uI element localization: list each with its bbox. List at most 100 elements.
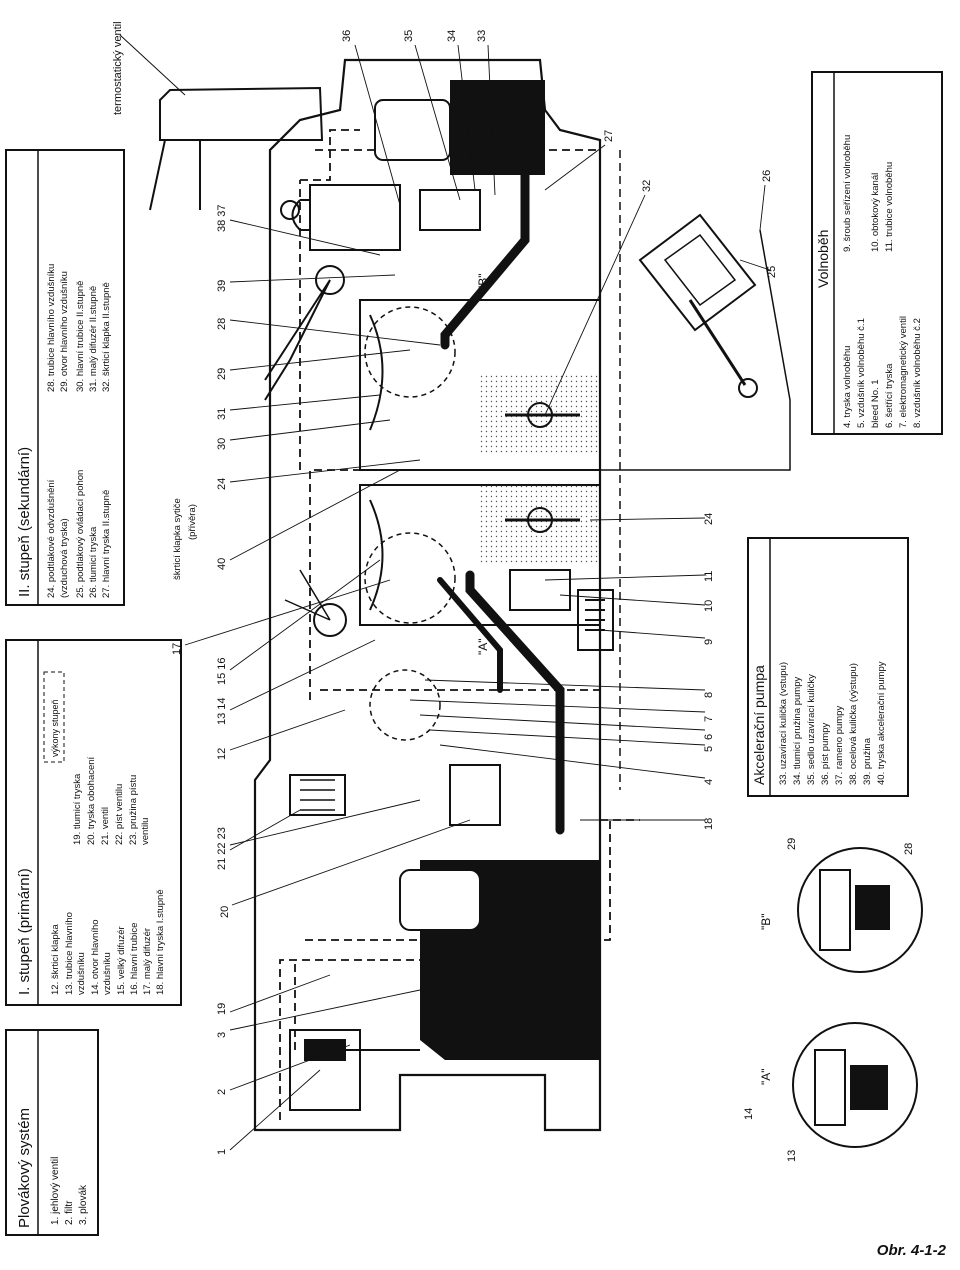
legend-primary-power-stage: výkony stupeň: [50, 699, 60, 757]
callout-b: "B": [476, 273, 490, 290]
svg-text:13: 13: [786, 1150, 798, 1162]
svg-text:10. obtokový kanál: 10. obtokový kanál: [870, 173, 881, 252]
svg-text:16. hlavní trubice: 16. hlavní trubice: [129, 923, 140, 995]
svg-text:4. tryska volnoběhu: 4. tryska volnoběhu: [842, 346, 853, 428]
svg-text:20: 20: [219, 906, 231, 918]
svg-text:7: 7: [703, 716, 715, 722]
svg-text:37. rameno pumpy: 37. rameno pumpy: [834, 706, 845, 785]
svg-text:17: 17: [171, 643, 183, 655]
svg-text:30. hlavní trubice II.stupně: 30. hlavní trubice II.stupně: [75, 281, 86, 392]
svg-text:11: 11: [703, 571, 715, 582]
svg-text:25: 25: [766, 266, 778, 278]
choke-linkage: [264, 265, 347, 637]
svg-text:15. velký difuzér: 15. velký difuzér: [116, 926, 127, 995]
svg-text:21. ventil: 21. ventil: [100, 807, 111, 845]
svg-text:28: 28: [903, 843, 915, 855]
idle-screw: [509, 569, 614, 651]
svg-text:3: 3: [216, 1032, 228, 1038]
svg-text:33. uzavírací kulička (vstupu: 33. uzavírací kulička (vstupu): [778, 662, 789, 785]
legend-primary-col2: 19. tlumicí tryska 20. tryska obohacení …: [72, 756, 151, 845]
legend-float-title: Plovákový systém: [16, 1108, 33, 1228]
svg-text:9: 9: [703, 639, 715, 645]
legend-idle-title: Volnoběh: [815, 230, 831, 288]
svg-text:21 22 23: 21 22 23: [216, 827, 228, 870]
svg-text:19: 19: [216, 1003, 228, 1015]
svg-text:34: 34: [446, 30, 458, 42]
svg-text:40. tryska akcelerační pumpy: 40. tryska akcelerační pumpy: [876, 661, 887, 785]
svg-text:31. malý difuzér II.stupně: 31. malý difuzér II.stupně: [88, 286, 99, 392]
svg-text:25. podtlakový ovládací pohon: 25. podtlakový ovládací pohon: [75, 470, 86, 598]
leader-lines: [184, 44, 771, 1151]
svg-text:bleed No. 1: bleed No. 1: [870, 379, 881, 428]
callout-numbers-top: 36 35 34 33 27 32 26 25: [341, 30, 778, 278]
svg-text:1: 1: [216, 1149, 228, 1155]
callout-numbers-detail: 14 13 29 28: [743, 838, 915, 1162]
svg-text:14. otvor hlavního: 14. otvor hlavního: [90, 919, 101, 995]
svg-text:34. tlumicí pružina pumpy: 34. tlumicí pružina pumpy: [792, 677, 803, 785]
svg-text:19. tlumicí tryska: 19. tlumicí tryska: [72, 773, 83, 845]
svg-text:13. trubice hlavního: 13. trubice hlavního: [64, 912, 75, 995]
svg-text:39. pružina: 39. pružina: [862, 737, 873, 785]
float-chamber: [374, 80, 600, 1060]
svg-text:10: 10: [703, 600, 715, 612]
legend-secondary: II. stupeň (sekundární) 24. podtlakové o…: [5, 149, 125, 606]
detail-b: "B": [759, 847, 923, 973]
label-thermo-valve: termostatický ventil: [112, 21, 124, 115]
svg-text:29. otvor hlavního vzdušníku: 29. otvor hlavního vzdušníku: [59, 271, 70, 392]
legend-secondary-col2: 28. trubice hlavního vzdušníku 29. otvor…: [46, 264, 112, 392]
legend-secondary-col1: 24. podtlakové odvzdušnění (vzduchová tr…: [46, 470, 112, 598]
svg-text:24: 24: [216, 478, 228, 490]
svg-text:32: 32: [641, 180, 653, 192]
svg-text:vzdušníku: vzdušníku: [102, 952, 113, 995]
svg-text:29: 29: [786, 838, 798, 850]
legend-float-system: Plovákový systém 1. jehlový ventil 2. fi…: [5, 1029, 99, 1236]
svg-text:29: 29: [216, 368, 228, 380]
detail-circles: [364, 306, 456, 741]
svg-text:27. hlavní tryska II.stupně: 27. hlavní tryska II.stupně: [101, 490, 112, 598]
svg-text:13 14: 13 14: [216, 697, 228, 725]
svg-text:4: 4: [703, 779, 715, 785]
svg-text:33: 33: [476, 30, 488, 42]
detail-b-label: "B": [759, 913, 773, 930]
svg-text:6. šetřící tryska: 6. šetřící tryska: [884, 363, 895, 428]
svg-text:22. píst ventilu: 22. píst ventilu: [114, 784, 125, 845]
svg-text:12: 12: [216, 748, 228, 760]
svg-text:35. sedlo uzavírací kuličky: 35. sedlo uzavírací kuličky: [806, 674, 817, 785]
svg-text:38. ocelová kulička (výstupu): 38. ocelová kulička (výstupu): [848, 663, 859, 785]
figure-caption: Obr. 4-1-2: [876, 1242, 946, 1259]
label-choke-valve: škrticí klapka sytiče: [172, 498, 183, 580]
svg-text:7. elektromagnetický ventil: 7. elektromagnetický ventil: [898, 316, 909, 428]
legend-accel-title: Akcelerační pumpa: [751, 665, 767, 785]
legend-primary-col1: 12. škrticí klapka 13. trubice hlavního …: [50, 889, 166, 995]
svg-text:26: 26: [761, 170, 773, 182]
svg-text:39: 39: [216, 280, 228, 292]
svg-text:5: 5: [703, 746, 715, 752]
legend-float-item: 3. plovák: [78, 1184, 89, 1225]
svg-text:18. hlavní tryska I.stupně: 18. hlavní tryska I.stupně: [155, 889, 166, 995]
accel-pump-assembly: [280, 184, 481, 251]
svg-text:vzdušníku: vzdušníku: [76, 952, 87, 995]
svg-text:8. vzdušník volnoběhu č.2: 8. vzdušník volnoběhu č.2: [912, 318, 923, 428]
venturi-areas: [369, 314, 600, 611]
detail-a-label: "A": [759, 1068, 773, 1085]
svg-text:31: 31: [216, 408, 228, 420]
callout-numbers-right: 18 4 5 6 7 8 9 10 11 24: [703, 513, 715, 830]
svg-text:35: 35: [403, 30, 415, 42]
svg-text:24. podtlakové odvzdušnění: 24. podtlakové odvzdušnění: [46, 479, 57, 598]
svg-text:26. tlumicí tryska: 26. tlumicí tryska: [88, 526, 99, 598]
svg-text:5. vzdušník volnoběhu č.1: 5. vzdušník volnoběhu č.1: [856, 318, 867, 428]
svg-text:23. pružina pístu: 23. pružina pístu: [128, 775, 139, 845]
detail-a: "A": [759, 1022, 918, 1148]
label-choke-valve-sub: (přívěra): [187, 504, 198, 540]
svg-text:ventilu: ventilu: [140, 818, 151, 845]
svg-text:12. škrticí klapka: 12. škrticí klapka: [50, 924, 61, 995]
legend-accel-pump: Akcelerační pumpa 33. uzavírací kulička …: [747, 537, 909, 797]
svg-text:6: 6: [703, 734, 715, 740]
svg-text:24: 24: [703, 513, 715, 525]
power-valve: [289, 764, 501, 826]
vacuum-diaphragm: [600, 213, 791, 471]
needle-valve: [289, 1029, 420, 1111]
svg-text:14: 14: [743, 1108, 755, 1120]
svg-text:11. trubice volnoběhu: 11. trubice volnoběhu: [884, 162, 895, 252]
